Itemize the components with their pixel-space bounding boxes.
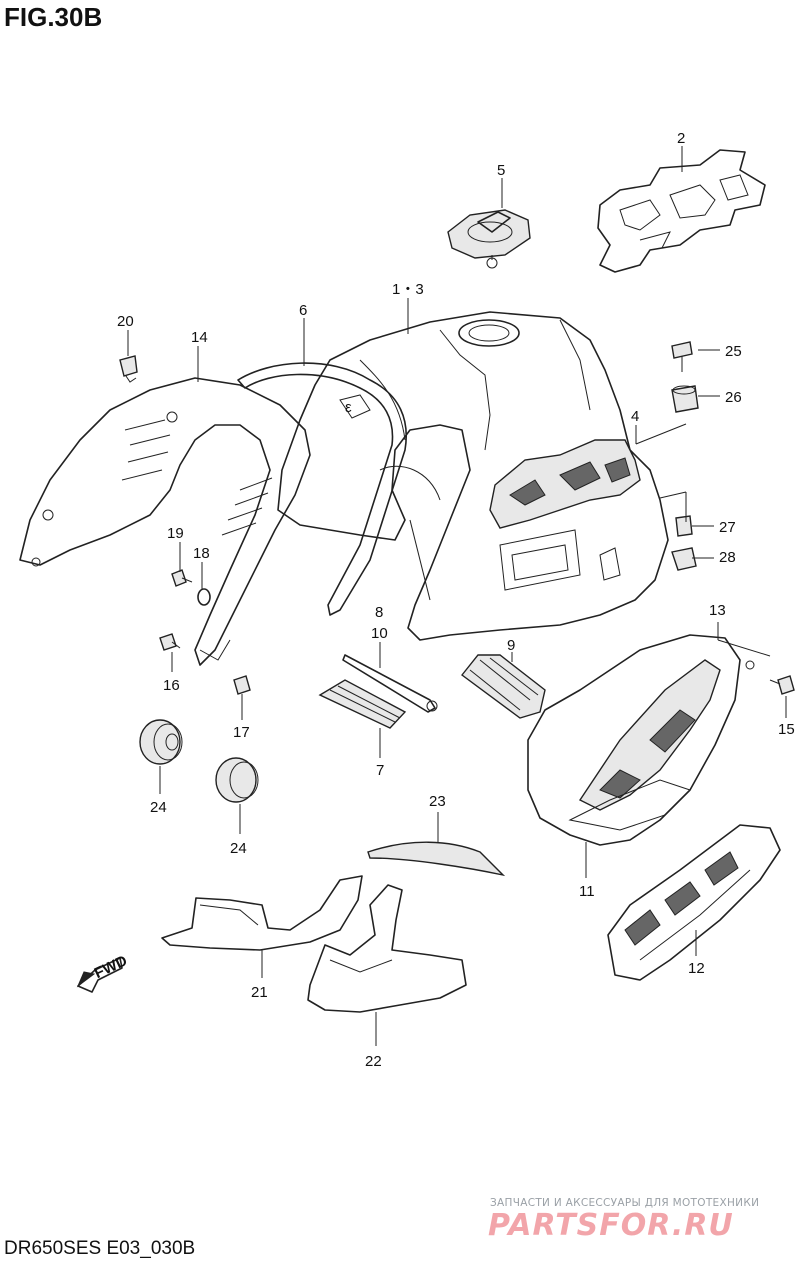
part-18-washer [197,588,211,606]
part-5-fuel-cap [447,209,531,269]
callout-8: 8 [375,604,383,621]
callout-9: 9 [507,637,515,654]
part-25-bolt [671,341,693,372]
part-1-3-fuel-tank: ε [277,311,669,641]
callout-4: 4 [631,408,639,425]
watermark-logo: PARTSFOR.RU [488,1208,734,1243]
part-27-collar [675,515,693,537]
callout-20: 20 [117,313,134,330]
svg-text:ε: ε [345,399,352,416]
fwd-direction-arrow: FWD [76,952,130,993]
callout-26: 26 [725,389,742,406]
part-20-bolt [119,355,138,383]
callout-14: 14 [191,329,208,346]
callout-17: 17 [233,724,250,741]
callout-22: 22 [365,1053,382,1070]
part-8-10-strap [342,654,438,713]
part-19-screw [171,569,193,587]
callout-12: 12 [688,960,705,977]
callout-11: 11 [579,883,595,900]
fwd-label: FWD [92,952,130,982]
callout-24a: 24 [150,799,167,816]
callout-13: 13 [709,602,726,619]
callout-19: 19 [167,525,184,542]
callout-2: 2 [677,130,685,147]
part-6-trim-strip [237,362,407,616]
part-26-cushion [671,385,699,413]
callout-10: 10 [371,625,388,642]
callout-24b: 24 [230,840,247,857]
part-4-tank-decal [489,439,641,591]
part-14-left-shroud [19,377,311,666]
part-22-cover [307,884,467,1013]
part-21-cover [161,875,363,951]
callout-5: 5 [497,162,505,179]
part-12-decal [607,824,781,981]
part-15-screw [769,675,795,695]
watermark-tagline: ЗАПЧАСТИ И АКСЕССУАРЫ ДЛЯ МОТОТЕХНИКИ [490,1197,760,1209]
part-7-pad [318,679,407,729]
callout-labels: 1・3 2 4 5 6 7 8 9 10 11 12 13 14 15 16 1… [117,130,795,1070]
model-code: DR650SES E03_030B [4,1238,196,1259]
part-28-nut [671,547,697,571]
callout-18: 18 [193,545,210,562]
callout-7: 7 [376,762,384,779]
callout-28: 28 [719,549,736,566]
figure-title: FIG.30B [4,2,103,32]
part-24-grommet-b [215,757,259,803]
part-16-clip [159,633,181,651]
part-11-right-shroud [527,634,755,846]
part-23-strip [367,841,506,877]
part-24-grommet-a [139,719,183,765]
part-9-cushion [460,654,546,719]
callout-21: 21 [251,984,268,1001]
callout-25: 25 [725,343,742,360]
part-2-decal [597,149,766,273]
callout-15: 15 [778,721,795,738]
callout-6: 6 [299,302,307,319]
leader-lines [127,146,787,1046]
part-17-nut [233,675,251,695]
callout-16: 16 [163,677,180,694]
callout-1-3: 1・3 [392,281,424,298]
callout-27: 27 [719,519,736,536]
callout-23: 23 [429,793,446,810]
